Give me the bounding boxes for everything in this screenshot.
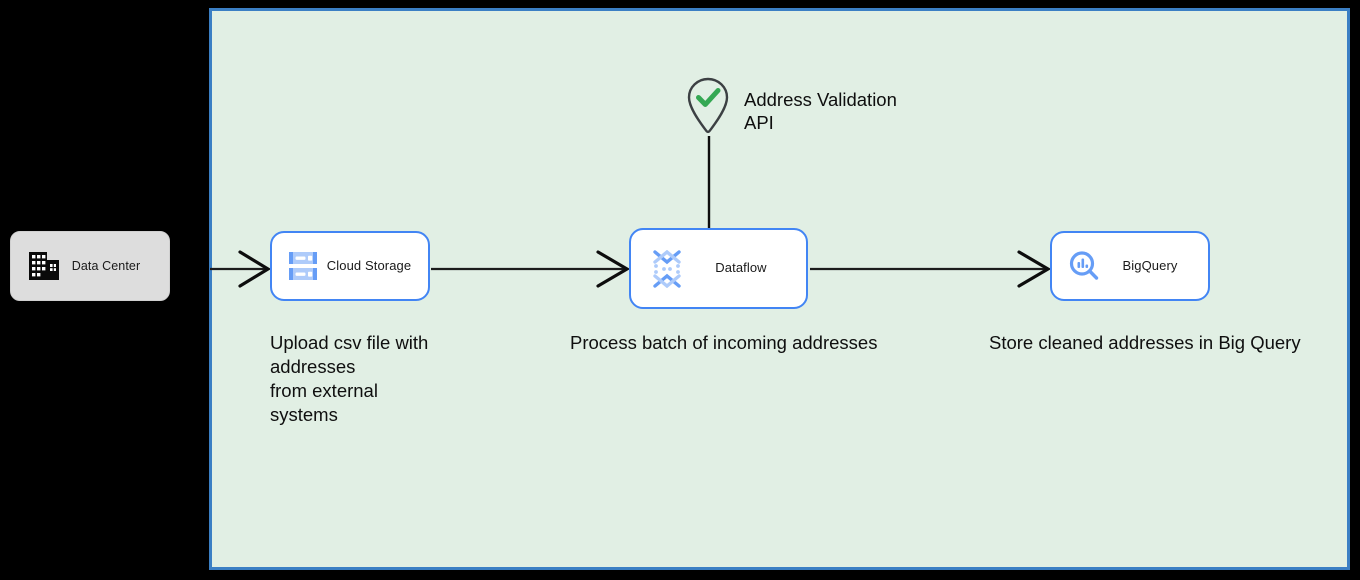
node-bigquery-label: BigQuery (1122, 257, 1178, 273)
node-bigquery[interactable]: BigQuery (1050, 231, 1210, 301)
node-data-center-label: Data Center (71, 258, 141, 273)
node-cloud-storage-label: Cloud Storage (326, 257, 412, 273)
bigquery-icon (1068, 250, 1100, 282)
caption-upload-csv: Upload csv file with addresses from exte… (270, 332, 429, 425)
cloud-storage-icon (288, 250, 318, 282)
node-address-validation-api-label: Address Validation API (744, 89, 897, 133)
data-center-building-icon (29, 252, 59, 280)
dataflow-icon (650, 249, 684, 288)
caption-store-cleaned: Store cleaned addresses in Big Query (989, 332, 1301, 353)
map-pin-check-icon (684, 76, 732, 134)
node-cloud-storage[interactable]: Cloud Storage (270, 231, 430, 301)
node-dataflow-label: Dataflow (715, 260, 767, 276)
node-data-center[interactable]: Data Center (10, 231, 170, 301)
node-dataflow[interactable]: Dataflow (629, 228, 808, 309)
caption-process-batch: Process batch of incoming addresses (570, 332, 878, 353)
node-address-validation-api[interactable]: Address Validation API (684, 76, 897, 134)
